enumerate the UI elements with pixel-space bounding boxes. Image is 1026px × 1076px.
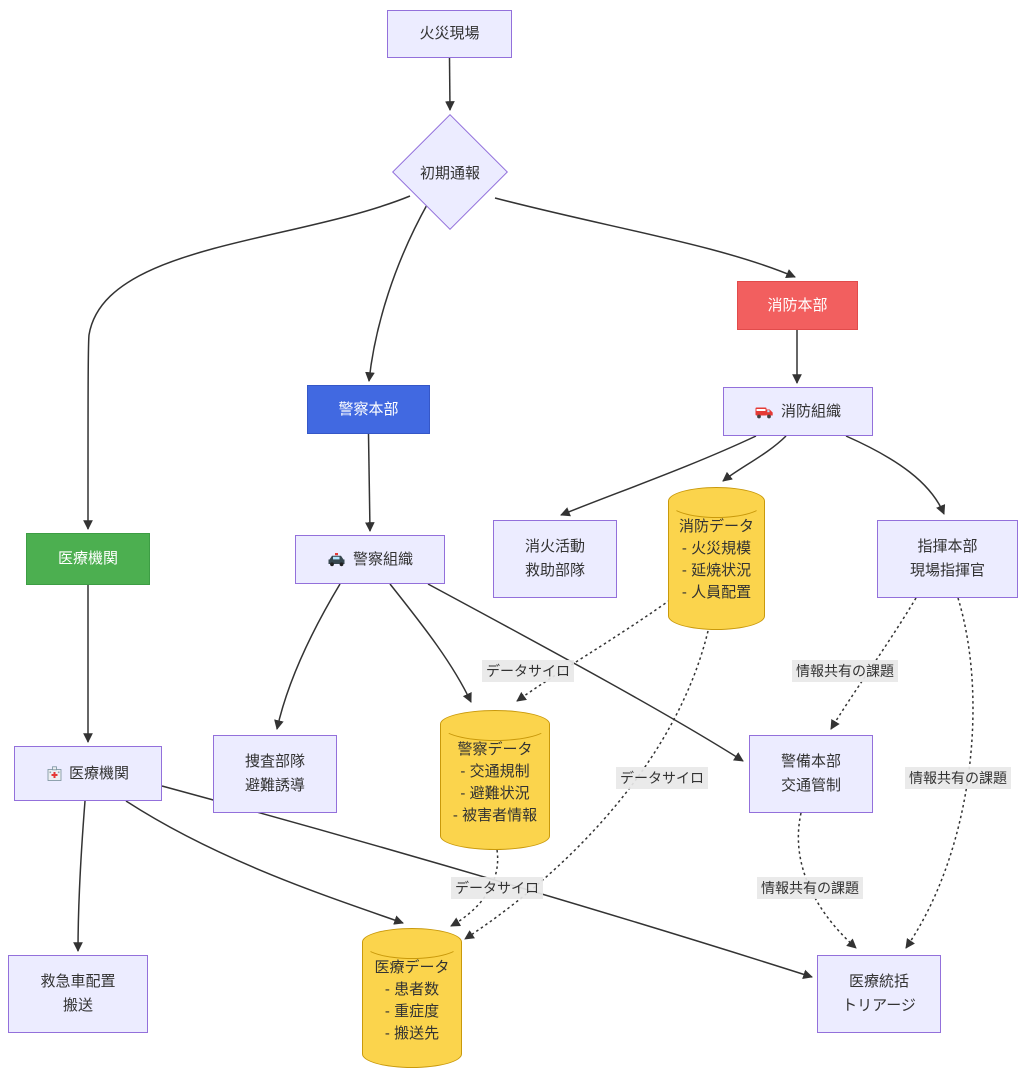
security-hq-label: 警備本部 交通管制 [781, 750, 841, 798]
invest-unit-label: 捜査部隊 避難誘導 [245, 750, 305, 798]
node-police-hq: 警察本部 [307, 385, 430, 434]
edge-police-org-to-security-hq [427, 583, 744, 762]
edge-police-org-to-invest-unit [274, 583, 341, 730]
medical-coord-line2: トリアージ [842, 997, 916, 1014]
medical-hq-label: 医療機関 [57, 550, 118, 567]
fire-data-title: 消防データ [678, 518, 754, 535]
node-security-hq: 警備本部 交通管制 [749, 735, 873, 813]
node-medical-data: 医療データ - 患者数 - 重症度 - 搬送先 [362, 928, 462, 1068]
node-fire-data: 消防データ - 火災規模 - 延焼状況 - 人員配置 [668, 487, 765, 630]
node-initial-report: 初期通報 [392, 114, 508, 230]
node-fire-units: 消火活動 救助部隊 [493, 520, 617, 598]
police-data-title: 警察データ [457, 741, 533, 758]
node-medical-coord: 医療統括 トリアージ [817, 955, 941, 1033]
fire-data-item: - 延焼状況 [681, 562, 752, 579]
edge-medical-org-to-medical-data [125, 800, 404, 925]
node-ambulance: 救急車配置 搬送 [8, 955, 148, 1033]
node-medical-hq: 医療機関 [26, 533, 150, 585]
node-invest-unit: 捜査部隊 避難誘導 [213, 735, 337, 813]
fire-units-label: 消火活動 救助部隊 [525, 535, 585, 583]
police-hq-label: 警察本部 [338, 400, 399, 418]
edge-medical-org-to-ambulance [73, 800, 86, 952]
ambulance-label: 救急車配置 搬送 [40, 970, 115, 1018]
edge-command-hq-to-medical-coord [905, 597, 974, 949]
police-car-icon [328, 552, 345, 566]
medical-coord-line1: 医療統括 [848, 973, 909, 990]
edge-label-data-silo-1: データサイロ [482, 660, 574, 682]
fire-truck-icon [755, 407, 773, 418]
fire-units-line2: 救助部隊 [524, 562, 585, 579]
police-org-label: 警察組織 [352, 550, 413, 568]
edge-label-data-silo-3: データサイロ [451, 877, 543, 899]
edge-police-hq-to-police-org [364, 433, 375, 532]
fire-data-item: - 人員配置 [681, 584, 752, 601]
police-data-item: - 被害者情報 [452, 807, 538, 824]
hospital-icon [47, 766, 62, 781]
medical-data-item: - 重症度 [384, 1003, 440, 1020]
ambulance-line1: 救急車配置 [40, 973, 116, 990]
security-hq-line1: 警備本部 [780, 753, 841, 770]
police-data-item: - 避難状況 [460, 785, 530, 802]
edge-fire-org-to-command-hq [845, 435, 946, 515]
command-hq-label: 指揮本部 現場指揮官 [910, 535, 985, 583]
police-data-content: 警察データ - 交通規制 - 避難状況 - 被害者情報 [441, 711, 549, 827]
edge-initial-report-to-police-hq [365, 202, 429, 382]
medical-data-title: 医療データ [374, 959, 450, 976]
edge-fire-data-to-police-data [516, 599, 671, 702]
initial-report-label: 初期通報 [419, 164, 480, 182]
edge-label-info-share-1: 情報共有の課題 [792, 660, 898, 682]
edge-fire-org-to-fire-data [722, 435, 787, 482]
edge-police-org-to-police-data [389, 583, 472, 703]
node-fire-hq: 消防本部 [737, 281, 858, 330]
fire-org-label: 消防組織 [780, 402, 841, 420]
invest-unit-line2: 避難誘導 [244, 777, 305, 794]
node-police-org: 警察組織 [295, 535, 445, 584]
fire-data-item: - 火災規模 [681, 540, 752, 557]
edge-label-info-share-2: 情報共有の課題 [905, 767, 1011, 789]
node-fire-scene: 火災現場 [387, 10, 512, 58]
edge-fire-org-to-fire-units [560, 435, 757, 517]
medical-coord-label: 医療統括 トリアージ [842, 970, 916, 1018]
edge-fire-scene-to-initial-report [445, 57, 455, 111]
security-hq-line2: 交通管制 [780, 777, 841, 794]
edge-fire-data-to-medical-data [464, 630, 709, 940]
invest-unit-line1: 捜査部隊 [244, 753, 305, 770]
ambulance-line2: 搬送 [62, 997, 93, 1014]
fire-hq-label: 消防本部 [767, 296, 828, 314]
node-command-hq: 指揮本部 現場指揮官 [877, 520, 1018, 598]
police-data-item: - 交通規制 [460, 763, 530, 780]
fire-units-line1: 消火活動 [524, 538, 585, 555]
edge-label-info-share-3: 情報共有の課題 [757, 877, 863, 899]
fire-data-content: 消防データ - 火災規模 - 延焼状況 - 人員配置 [669, 488, 764, 604]
medical-org-label: 医療機関 [68, 764, 129, 782]
node-medical-org: 医療機関 [14, 746, 162, 801]
medical-data-item: - 搬送先 [384, 1025, 440, 1042]
fire-scene-label: 火災現場 [419, 25, 480, 42]
command-hq-line1: 指揮本部 [917, 538, 978, 555]
medical-data-item: - 患者数 [384, 981, 440, 998]
medical-data-content: 医療データ - 患者数 - 重症度 - 搬送先 [363, 929, 461, 1045]
edge-label-data-silo-2: データサイロ [616, 767, 708, 789]
edge-police-data-to-medical-data [450, 849, 499, 927]
node-police-data: 警察データ - 交通規制 - 避難状況 - 被害者情報 [440, 710, 550, 850]
node-fire-org: 消防組織 [723, 387, 873, 436]
command-hq-line2: 現場指揮官 [909, 562, 985, 579]
edge-initial-report-to-fire-hq [494, 197, 796, 279]
edge-initial-report-to-medical-hq [83, 195, 411, 530]
